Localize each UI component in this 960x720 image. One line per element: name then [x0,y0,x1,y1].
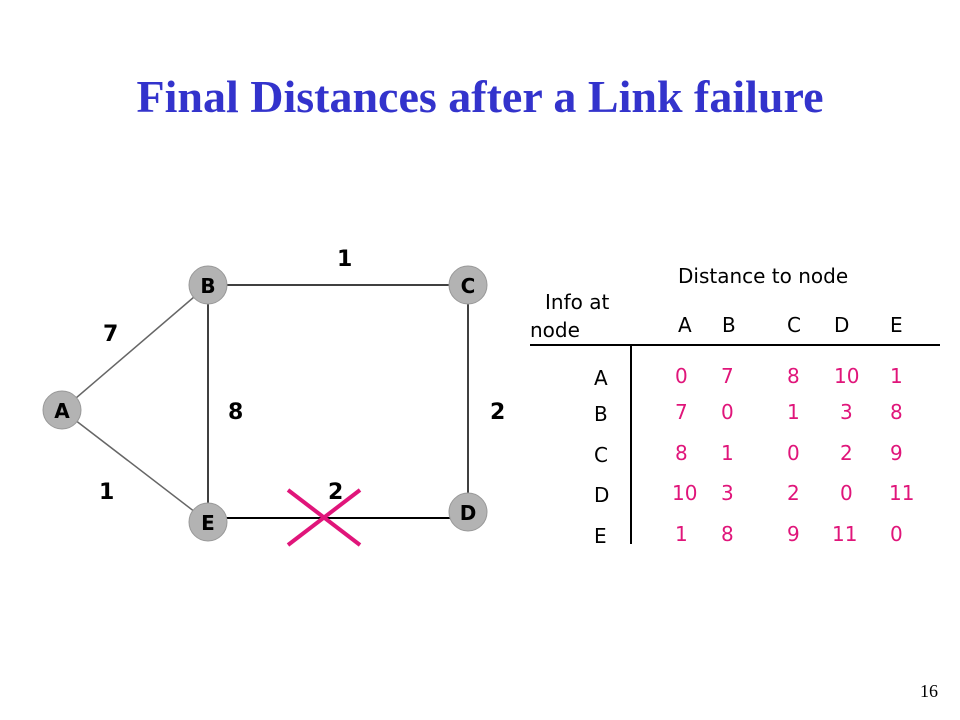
table-cell: 0 [675,364,688,388]
table-cell: 7 [675,400,688,424]
svg-text:A: A [54,399,70,423]
info-at-node-header-line2: node [530,318,580,342]
edge-a-e [61,409,209,523]
column-header-c: C [787,313,801,337]
page-number: 16 [920,681,938,701]
edge-a-b [61,284,209,411]
column-header-a: A [678,313,692,337]
table-cell: 8 [787,364,800,388]
table-cell: 0 [840,481,853,505]
table-cell: 9 [787,522,800,546]
column-header-b: B [722,313,736,337]
slide-title: Final Distances after a Link failure [136,71,824,122]
table-cell: 0 [890,522,903,546]
edge-weight-b-c: 1 [337,247,353,272]
svg-text:C: C [461,274,476,298]
table-cell: 0 [721,400,734,424]
table-cell: 1 [721,441,734,465]
row-label-d: D [594,483,610,507]
svg-text:E: E [201,511,215,535]
edge-weight-e-d: 2 [328,480,344,505]
table-cell: 2 [840,441,853,465]
table-cell: 3 [840,400,853,424]
svg-text:D: D [460,501,477,525]
edge-weight-a-e: 1 [99,480,115,505]
edge-weight-b-e: 8 [228,400,244,425]
row-label-b: B [594,402,608,426]
failed-link-cross-stroke-2 [286,488,362,547]
table-cell: 10 [672,481,698,505]
table-cell: 11 [889,481,915,505]
row-label-e: E [594,524,607,548]
distance-to-node-header: Distance to node [678,264,849,288]
table-cell: 2 [787,481,800,505]
table-header-divider [530,344,940,346]
edge-weight-a-b: 7 [103,322,119,347]
node-a: A [42,390,82,430]
svg-text:B: B [200,274,215,298]
node-c: C [448,265,488,305]
table-cell: 1 [890,364,903,388]
table-cell: 9 [890,441,903,465]
table-cell: 11 [832,522,858,546]
table-cell: 3 [721,481,734,505]
table-cell: 1 [675,522,688,546]
edge-weight-c-d: 2 [490,400,506,425]
table-cell: 1 [787,400,800,424]
row-label-c: C [594,443,608,467]
table-cell: 0 [787,441,800,465]
table-cell: 8 [675,441,688,465]
table-row-label-divider [630,344,632,544]
info-at-node-header-line1: Info at [545,290,610,314]
node-b: B [188,265,228,305]
column-header-d: D [834,313,850,337]
row-label-a: A [594,366,608,390]
column-header-e: E [890,313,903,337]
node-e: E [188,502,228,542]
table-cell: 7 [721,364,734,388]
table-cell: 10 [834,364,860,388]
node-d: D [448,492,488,532]
table-cell: 8 [721,522,734,546]
table-cell: 8 [890,400,903,424]
